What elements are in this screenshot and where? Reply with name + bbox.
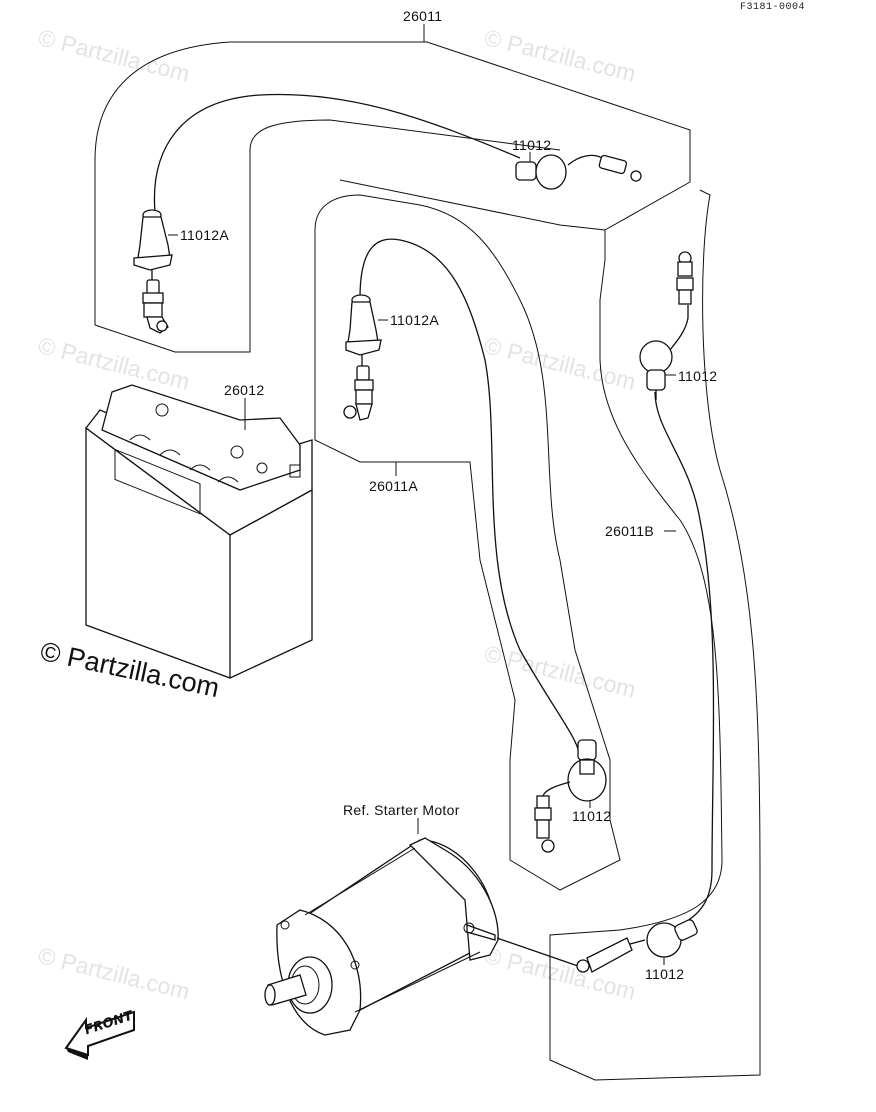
wire-26011B — [654, 391, 715, 926]
callout-11012A-middle[interactable]: 11012A — [390, 312, 440, 328]
cap-11012-middle-lower — [534, 739, 607, 853]
front-direction-arrow — [64, 1010, 135, 1060]
callout-11012A-left[interactable]: 11012A — [180, 227, 230, 243]
harness-26011A-outline — [314, 194, 621, 891]
harness-26011B-outline — [549, 189, 761, 1081]
callout-26011[interactable]: 26011 — [403, 8, 443, 24]
starter-motor — [264, 837, 499, 1036]
battery-26012 — [85, 384, 313, 679]
callout-11012-top[interactable]: 11012 — [512, 137, 552, 153]
harness-26011-outline — [94, 41, 691, 353]
wire-26011A — [359, 238, 581, 761]
cap-11012-top — [515, 154, 642, 190]
callout-11012-middle-lower[interactable]: 11012 — [572, 808, 612, 824]
callout-11012-right-upper[interactable]: 11012 — [678, 368, 718, 384]
callout-starter-motor-ref[interactable]: Ref. Starter Motor — [343, 802, 460, 818]
leader-line — [496, 937, 579, 967]
label-leaders — [168, 24, 676, 965]
wire-26011 — [153, 93, 521, 213]
callout-26011B[interactable]: 26011B — [605, 523, 655, 539]
boot-11012A-left — [133, 209, 173, 334]
cap-11012-right-upper — [639, 251, 694, 400]
callout-11012-bottom[interactable]: 11012 — [645, 966, 685, 982]
figure-code: F3181-0004 — [740, 2, 806, 13]
boot-11012A-middle — [343, 294, 382, 421]
callout-26012[interactable]: 26012 — [224, 382, 265, 398]
callout-26011A[interactable]: 26011A — [369, 478, 419, 494]
cap-11012-bottom — [576, 919, 698, 973]
